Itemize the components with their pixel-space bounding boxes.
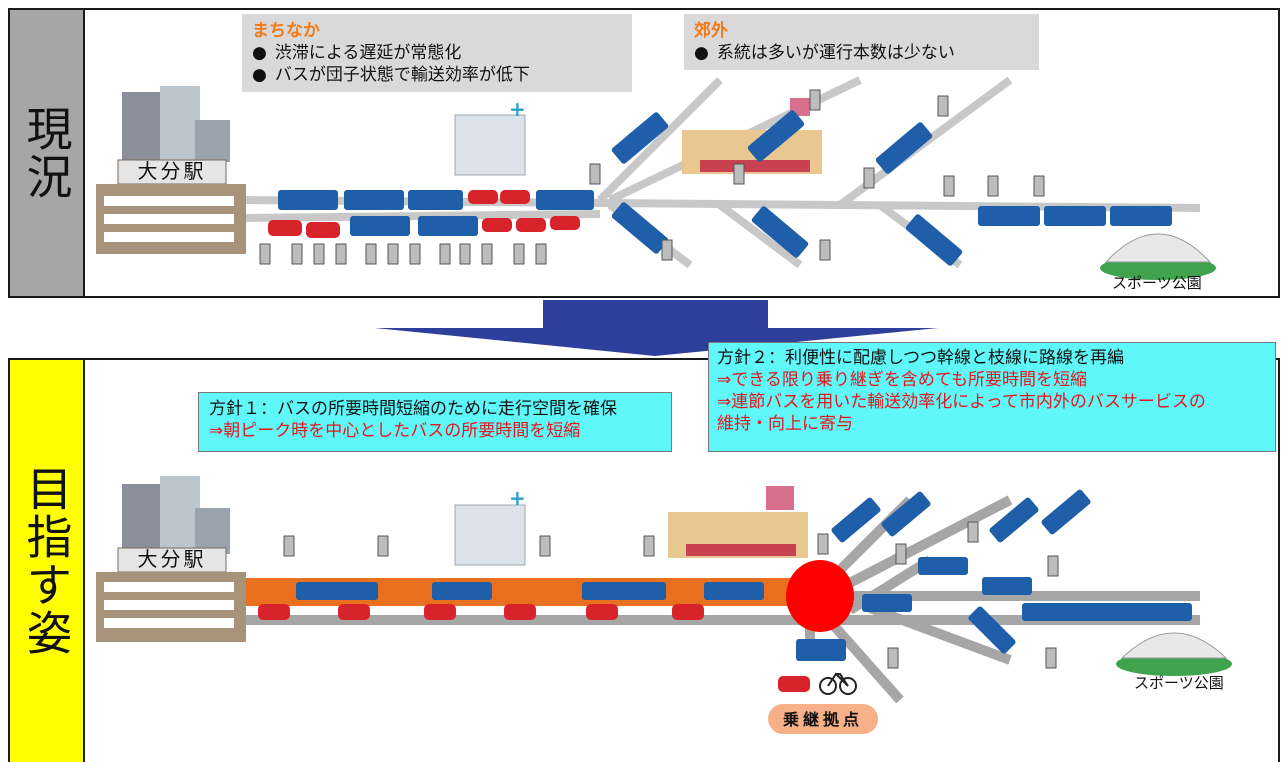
svg-text:+: + (509, 486, 526, 510)
callout-city-center-heading: まちなか (252, 21, 320, 41)
callout-suburb-heading: 郊外 (694, 21, 728, 41)
callout-city-center-bullet: バスが団子状態で輸送効率が低下 (252, 64, 622, 86)
current-station-label: 大分駅 (137, 159, 207, 183)
callout-city-center: まちなか 渋滞による遅延が常態化 バスが団子状態で輸送効率が低下 (242, 14, 632, 92)
current-stadium (1100, 233, 1216, 280)
current-stadium-label: スポーツ公園 (1112, 274, 1202, 292)
goal-buses (296, 489, 1192, 661)
policy-2-box: 方針２：利便性に配慮しつつ幹線と枝線に路線を再編 ⇒できる限り乗り継ぎを含めても… (708, 342, 1276, 452)
goal-bus-stops (283, 521, 1059, 669)
goal-station-building (96, 476, 246, 642)
callout-suburb: 郊外 系統は多いが運行本数は少ない (684, 14, 1039, 70)
goal-label-box: 目指す姿 (10, 360, 85, 762)
callout-city-center-bullet: 渋滞による遅延が常態化 (252, 42, 622, 64)
transfer-hub-badge (768, 704, 878, 734)
goal-stadium-label: スポーツ公園 (1134, 674, 1224, 692)
current-label: 現況 (19, 105, 74, 201)
current-bus-stops (259, 89, 1045, 265)
transfer-hub-marker (786, 560, 854, 632)
goal-station-label: 大分駅 (137, 547, 207, 571)
goal-hospital: + (454, 486, 526, 566)
policy-2-line: ⇒できる限り乗り継ぎを含めても所要時間を短縮 (717, 370, 1088, 390)
current-cars (268, 190, 580, 238)
callout-suburb-bullet: 系統は多いが運行本数は少ない (694, 42, 1029, 64)
goal-cars (258, 604, 810, 692)
callout-city-center-list: 渋滞による遅延が常態化 バスが団子状態で輸送効率が低下 (252, 42, 622, 86)
svg-text:+: + (509, 97, 526, 121)
goal-shop (668, 486, 808, 558)
policy-1-title: 方針１：バスの所要時間短縮のために走行空間を確保 (209, 399, 617, 419)
current-buses (278, 110, 1172, 266)
current-hospital: + (454, 97, 526, 176)
transfer-hub-label: 乗継拠点 (782, 710, 863, 729)
current-shop (682, 98, 822, 174)
policy-2-line: 維持・向上に寄与 (717, 414, 853, 434)
goal-stadium (1116, 632, 1232, 676)
callout-suburb-list: 系統は多いが運行本数は少ない (694, 42, 1029, 64)
policy-2-line: ⇒連節バスを用いた輸送効率化によって市内外のバスサービスの (717, 392, 1206, 412)
policy-1-line: ⇒朝ピーク時を中心としたバスの所要時間を短縮 (209, 421, 581, 441)
current-station-building (96, 86, 246, 254)
policy-1-box: 方針１：バスの所要時間短縮のために走行空間を確保 ⇒朝ピーク時を中心としたバスの… (198, 392, 672, 452)
goal-panel: 目指す姿 (8, 358, 1280, 762)
current-label-box: 現況 (10, 10, 85, 296)
goal-label: 目指す姿 (19, 465, 74, 657)
bicycle-icon (819, 672, 857, 695)
policy-2-title: 方針２：利便性に配慮しつつ幹線と枝線に路線を再編 (717, 348, 1124, 368)
current-state-panel: 現況 (8, 8, 1280, 298)
